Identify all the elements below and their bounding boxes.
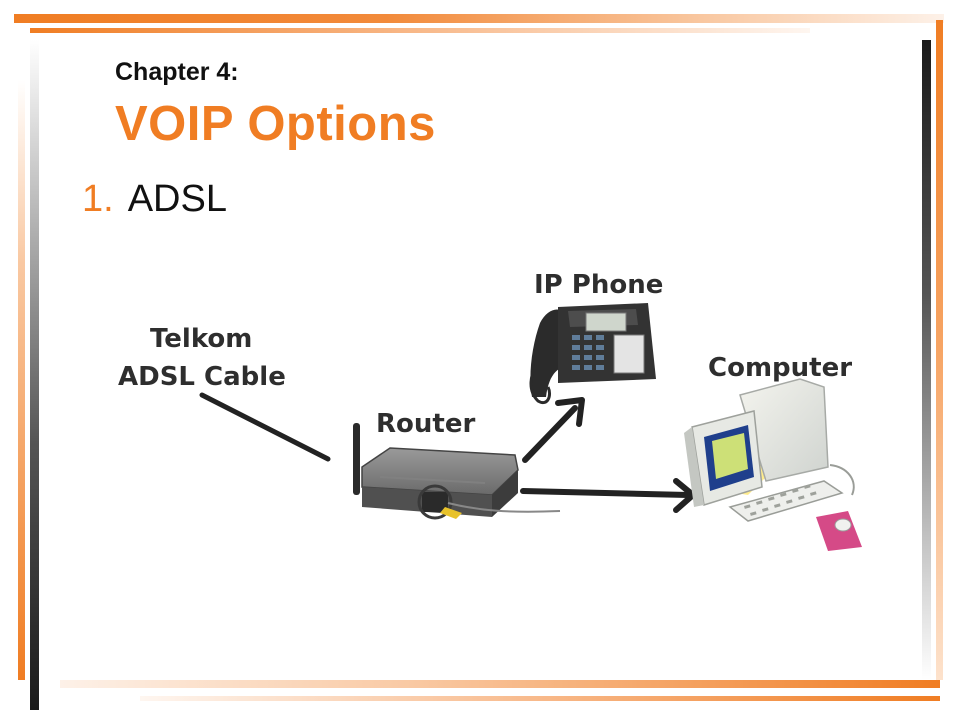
router-label: Router (376, 409, 475, 439)
ip-phone-icon (529, 303, 656, 404)
top-thin-bar (30, 28, 810, 33)
router-icon (353, 423, 561, 520)
left-dark-bar (30, 40, 39, 710)
top-accent-bar (14, 14, 944, 23)
bullet-item: 1. ADSL (82, 178, 227, 221)
bottom-thin-bar (140, 696, 940, 701)
arrow-to-ip-phone (522, 397, 585, 463)
computer-label: Computer (708, 353, 852, 383)
left-accent-bar (18, 80, 25, 680)
telkom-label-line2: ADSL Cable (118, 362, 286, 392)
ip-phone-label: IP Phone (534, 270, 663, 300)
chapter-heading: Chapter 4: (115, 58, 239, 86)
adsl-cable-line (199, 392, 331, 462)
telkom-label-line1: Telkom (150, 324, 252, 354)
right-accent-bar (936, 20, 943, 680)
adsl-network-diagram: Telkom ADSL Cable Router IP Phone Comput… (118, 270, 862, 551)
computer-icon (684, 378, 862, 551)
slide-title: VOIP Options (115, 97, 436, 151)
bullet-text: ADSL (127, 178, 227, 220)
right-dark-bar (922, 40, 931, 680)
bottom-accent-bar (60, 680, 940, 688)
arrow-to-computer (520, 478, 696, 513)
bullet-number: 1. (82, 178, 114, 220)
